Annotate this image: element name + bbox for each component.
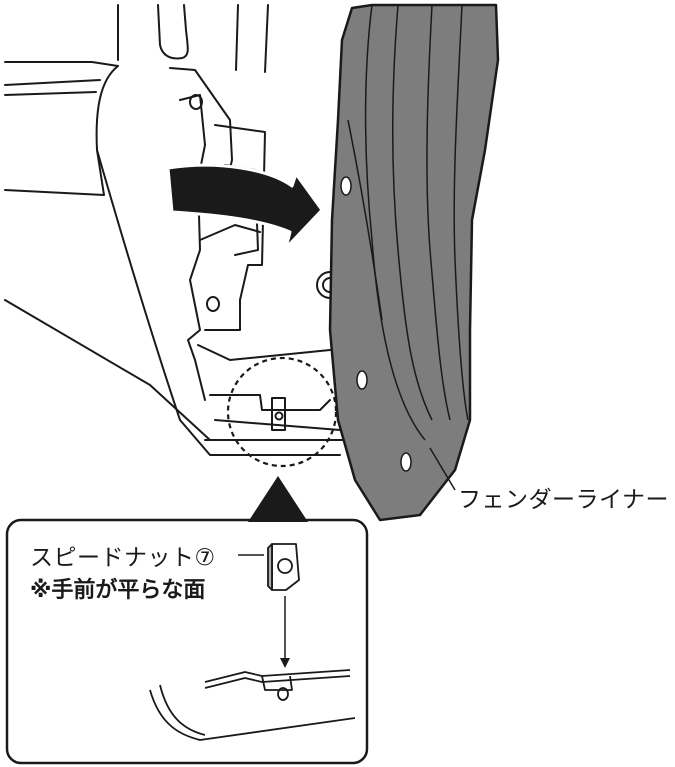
speed-nut-icon [267,543,300,591]
highlight-circle [226,356,338,468]
inset-frame [5,518,369,765]
fender-leader-line [429,447,456,491]
fender-hole-3 [400,452,412,472]
fender-hole-1 [340,176,352,196]
fender-hole-2 [356,370,368,390]
inset-pointer [248,476,308,522]
bumper-edge-detail [149,669,356,741]
install-arrow [280,596,290,668]
fender-liner [328,3,500,522]
speed-nut-label: スピードナット⑦ [30,545,216,571]
flat-side-note: ※手前が平らな面 [30,578,206,603]
fender-liner-label: フェンダーライナー [458,487,670,513]
removal-arrow [166,163,324,250]
